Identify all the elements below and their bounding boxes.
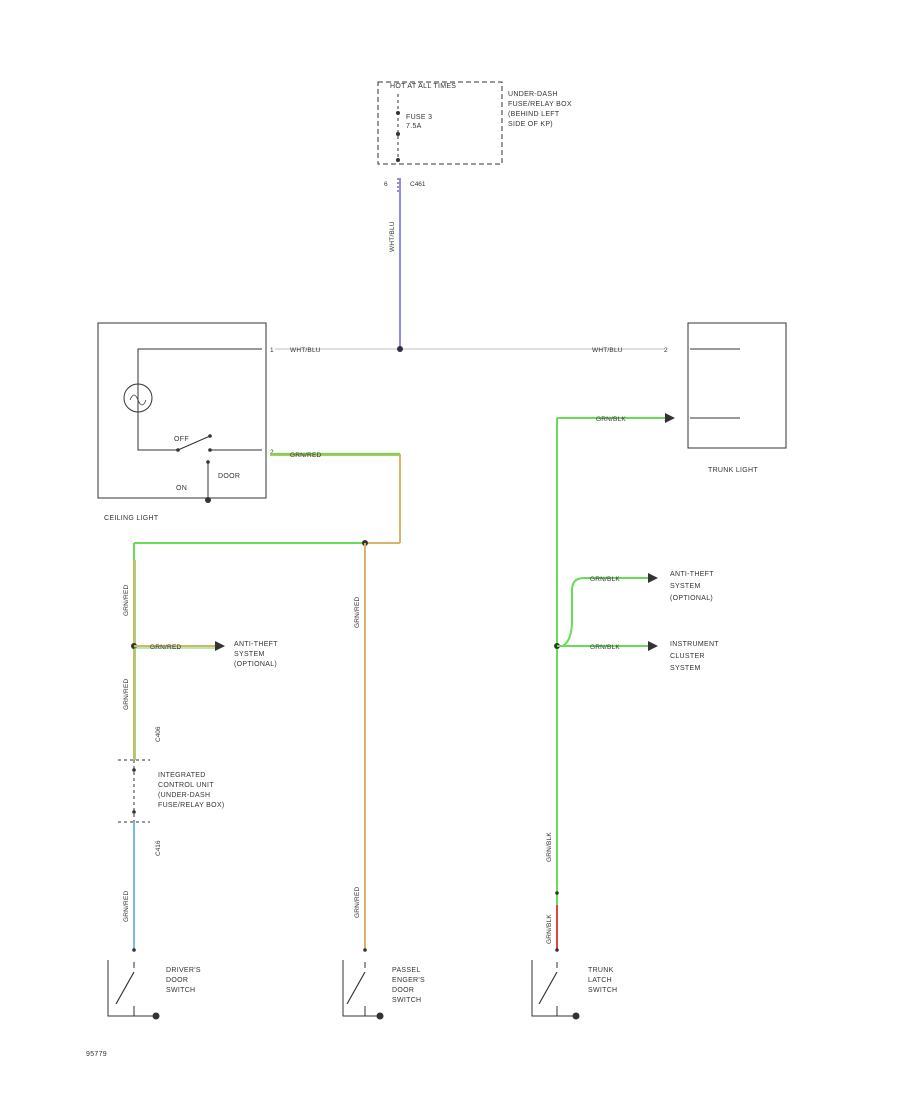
figure-id: 95779 [86, 1051, 107, 1058]
trunk-switch-1: TRUNK [588, 967, 614, 974]
wire-label-left-branch: GRN/RED [150, 644, 181, 651]
instrument-cluster-2: CLUSTER [670, 653, 705, 660]
icu-label-1: INTEGRATED [158, 772, 206, 779]
passenger-switch-1: PASSEL [392, 967, 421, 974]
arrow-trunk-light [665, 413, 675, 423]
trunk-switch-3: SWITCH [588, 987, 617, 994]
fuse-location-2: FUSE/RELAY BOX [508, 101, 572, 108]
ceiling-light-label: CEILING LIGHT [104, 515, 159, 522]
fuse-feed-wire: WHT/BLU [389, 178, 401, 349]
icu-label-3: (UNDER-DASH [158, 792, 210, 799]
ground-point-ceiling [205, 497, 211, 503]
trunk-switch-icon [538, 971, 558, 1005]
wire-label-fuse-feed: WHT/BLU [389, 221, 396, 252]
driver-switch-3: SWITCH [166, 987, 195, 994]
fuse-location-3: (BEHIND LEFT [508, 111, 560, 118]
fuse-connector-id: C461 [410, 181, 426, 188]
wire-label-left-lower: GRN/RED [123, 679, 130, 710]
pin-icu-bottom: C416 [155, 840, 162, 856]
pin-icu-top: C406 [155, 726, 162, 742]
passenger-circuit: GRN/RED GRN/RED [354, 543, 367, 952]
wire-label-trunk-red: GRN/BLK [546, 914, 553, 944]
anti-theft-left-2: SYSTEM [234, 651, 265, 658]
driver-door-switch: DRIVER'S DOOR SWITCH [107, 960, 201, 1020]
wire-label-left-blue: GRN/RED [123, 891, 130, 922]
ceiling-pin-top: 1 [270, 347, 274, 354]
passenger-switch-4: SWITCH [392, 997, 421, 1004]
wire-label-trunk-feed: WHT/BLU [592, 347, 623, 354]
wire-label-trunk-branch2: GRN/BLK [590, 644, 620, 651]
bulb-icon [123, 383, 153, 413]
driver-circuit: GRN/RED GRN/RED ANTI-THEFT SYSTEM (OPTIO… [118, 543, 278, 952]
wire-label-left-upper: GRN/RED [123, 585, 130, 616]
switch-off-label: OFF [174, 436, 189, 443]
trunk-pin-top: 2 [664, 347, 668, 354]
fuse-location-1: UNDER-DASH [508, 91, 558, 98]
switch-on-label: ON [176, 485, 187, 492]
anti-theft-left-3: (OPTIONAL) [234, 661, 277, 668]
anti-theft-right-2: SYSTEM [670, 583, 701, 590]
ceiling-pin-bottom: 2 [270, 449, 274, 456]
fuse-rating: 7.5A [406, 123, 422, 130]
passenger-door-switch: PASSEL ENGER'S DOOR SWITCH [342, 960, 425, 1020]
door-bus [134, 540, 368, 546]
driver-switch-2: DOOR [166, 977, 188, 984]
wire-label-trunk-lower: GRN/BLK [546, 832, 553, 862]
icu-label-4: FUSE/RELAY BOX) [158, 802, 224, 809]
icu-label-2: CONTROL UNIT [158, 782, 214, 789]
arrow-anti-theft-right [648, 573, 658, 583]
trunk-light-label: TRUNK LIGHT [708, 467, 758, 474]
ceiling-door-wire: GRN/RED [270, 452, 401, 544]
passenger-switch-2: ENGER'S [392, 977, 425, 984]
fuse-name: FUSE 3 [406, 114, 432, 121]
top-bus: WHT/BLU WHT/BLU [275, 346, 665, 354]
ceiling-light: OFF ON DOOR 1 2 CEILING LIGHT [97, 322, 274, 522]
anti-theft-left-1: ANTI-THEFT [234, 641, 278, 648]
wire-label-ceiling-feed: WHT/BLU [290, 347, 321, 354]
splice-top [397, 346, 403, 352]
instrument-cluster-1: INSTRUMENT [670, 641, 719, 648]
arrow-instrument-cluster [648, 641, 658, 651]
wire-label-ceiling-door: GRN/RED [290, 452, 321, 459]
passenger-switch-icon [346, 971, 366, 1005]
driver-switch-icon [115, 971, 135, 1005]
passenger-switch-3: DOOR [392, 987, 414, 994]
anti-theft-right-3: (OPTIONAL) [670, 595, 713, 602]
fuse-location-4: SIDE OF KP) [508, 121, 553, 128]
wire-label-pass-upper: GRN/RED [354, 597, 361, 628]
trunk-light: 2 1 TRUNK LIGHT [664, 322, 787, 474]
switch-door-label: DOOR [218, 473, 240, 480]
wire-label-pass-lower: GRN/RED [354, 887, 361, 918]
trunk-switch-2: LATCH [588, 977, 612, 984]
instrument-cluster-3: SYSTEM [670, 665, 701, 672]
fuse-box-header: HOT AT ALL TIMES [390, 83, 456, 90]
fuse-box: HOT AT ALL TIMES FUSE 3 7.5A UNDER-DASH … [377, 81, 572, 192]
driver-switch-1: DRIVER'S [166, 967, 201, 974]
arrow-anti-theft-left [215, 641, 225, 651]
wire-label-trunk-branch1: GRN/BLK [590, 576, 620, 583]
wire-label-trunk-ground: GRN/BLK [596, 416, 626, 423]
anti-theft-right-1: ANTI-THEFT [670, 571, 714, 578]
trunk-circuit: GRN/BLK GRN/BLK ANTI-THEFT SYSTEM (OPTIO… [546, 413, 719, 952]
trunk-latch-switch: TRUNK LATCH SWITCH [531, 960, 617, 1020]
fuse-connector-pin: 6 [384, 181, 388, 188]
ceiling-switch-icon [177, 435, 211, 451]
